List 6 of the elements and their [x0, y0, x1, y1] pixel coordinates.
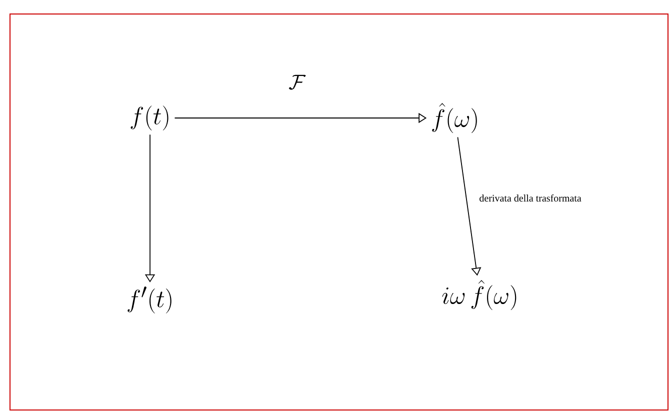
edge-label: derivata della trasformata: [480, 194, 582, 202]
formula: $f(t)$: [130, 106, 168, 130]
formula: $i\omega\,\hat{f}(\omega)$: [442, 280, 516, 310]
formula: $f'(t)$: [128, 286, 172, 314]
formula: $\hat{f}(\omega)$: [432, 102, 477, 134]
edge-label: $\mathcal{F}$: [288, 74, 306, 90]
